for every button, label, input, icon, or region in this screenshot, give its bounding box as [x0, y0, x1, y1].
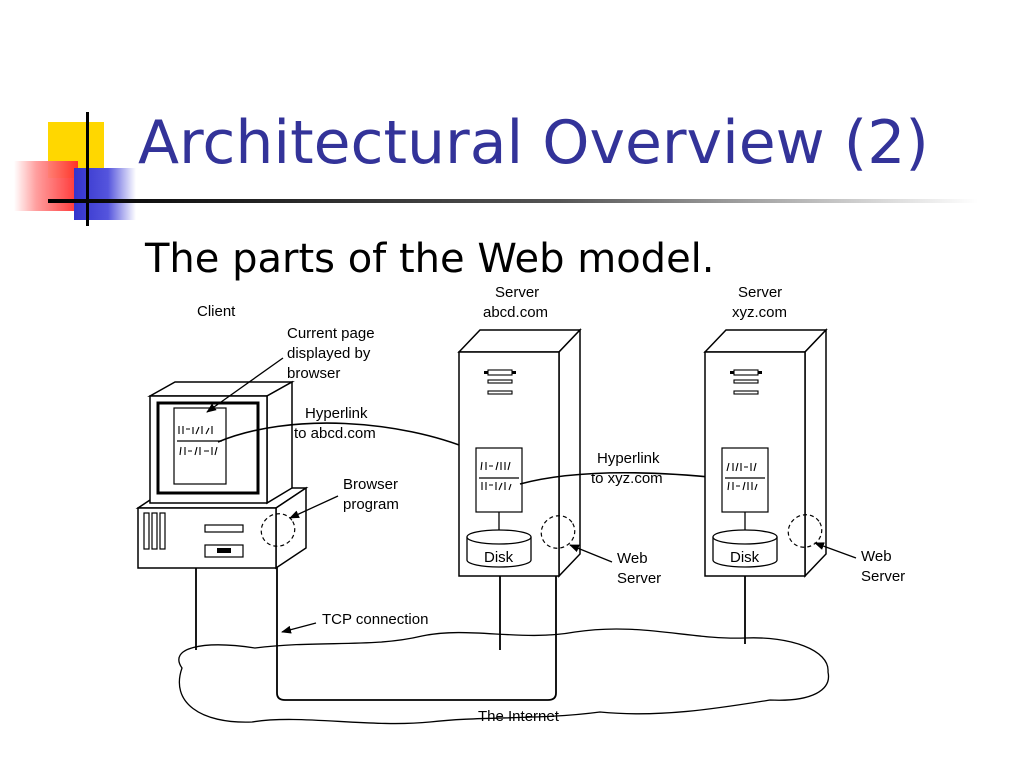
server-xyz-webserver-line2: Server [861, 568, 905, 585]
server-xyz-label-line1: Server [738, 284, 782, 301]
hyperlink-xyz-label-line2: to xyz.com [591, 470, 663, 487]
tcp-connection-path [273, 538, 560, 701]
deco-vertical-line [86, 112, 89, 226]
server-xyz-webserver-pointer [814, 542, 857, 559]
hyperlink-xyz-label-line1: Hyperlink [597, 450, 660, 467]
hyperlink-xyz-arrow [519, 471, 721, 485]
internet-cloud [178, 628, 830, 725]
page-title: Architectural Overview (2) [138, 108, 929, 178]
server-abcd-webserver-line2: Server [617, 570, 661, 587]
browser-program-pointer [289, 495, 339, 519]
tcp-label-pointer [281, 622, 317, 634]
server-abcd-webserver-line1: Web [617, 550, 648, 567]
current-page-pointer [206, 357, 284, 413]
hyperlink-abcd-arrow [217, 422, 473, 451]
client-computer [135, 380, 309, 570]
hyperlink-abcd-label-line2: to abcd.com [294, 425, 376, 442]
current-page-label-line3: browser [287, 365, 340, 382]
client-label: Client [197, 303, 236, 320]
tcp-label: TCP connection [322, 611, 428, 628]
slide-subtitle: The parts of the Web model. [145, 236, 715, 282]
internet-label: The Internet [478, 708, 560, 725]
server-xyz-tower [703, 328, 828, 578]
server-xyz-label-line2: xyz.com [732, 304, 787, 321]
server-abcd-tower [457, 328, 582, 578]
server-abcd-label-line2: abcd.com [483, 304, 548, 321]
current-page-label-line1: Current page [287, 325, 375, 342]
server-abcd-disk-label: Disk [484, 549, 514, 566]
server-xyz-webserver-line1: Web [861, 548, 892, 565]
current-page-label-line2: displayed by [287, 345, 371, 362]
server-abcd-label-line1: Server [495, 284, 539, 301]
hyperlink-abcd-label-line1: Hyperlink [305, 405, 368, 422]
deco-blue-square [74, 168, 136, 220]
browser-program-label-line2: program [343, 496, 399, 513]
title-underline [48, 199, 978, 203]
browser-program-label-line1: Browser [343, 476, 398, 493]
server-abcd-webserver-pointer [569, 544, 613, 563]
server-xyz-disk-label: Disk [730, 549, 760, 566]
